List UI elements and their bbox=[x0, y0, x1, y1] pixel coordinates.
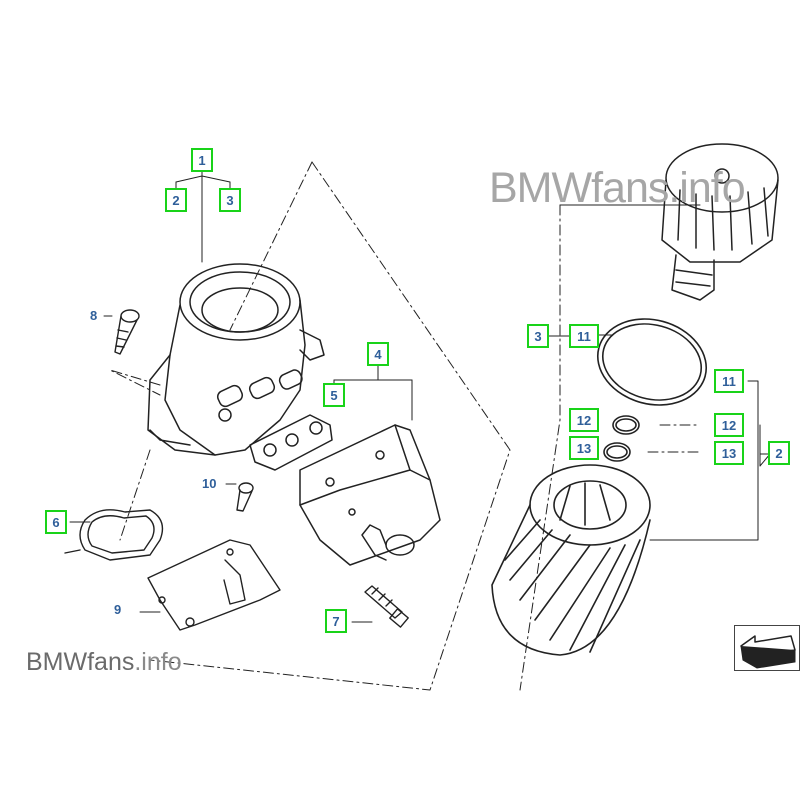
callout-part-13-left[interactable]: 13 bbox=[569, 436, 599, 460]
callout-part-4[interactable]: 4 bbox=[367, 342, 389, 366]
assembly-outline bbox=[109, 161, 701, 691]
watermark-suffix: .info bbox=[134, 648, 182, 676]
gasket-6 bbox=[64, 509, 164, 561]
o-ring-11 bbox=[596, 318, 708, 406]
gasket-center bbox=[249, 414, 333, 471]
bolt-8 bbox=[114, 309, 140, 355]
callout-part-2-right[interactable]: 2 bbox=[768, 441, 790, 465]
callout-part-13-right[interactable]: 13 bbox=[714, 441, 744, 465]
next-page-arrow-icon bbox=[740, 635, 796, 669]
callout-part-3[interactable]: 3 bbox=[219, 188, 241, 212]
o-ring-13 bbox=[603, 442, 631, 462]
next-page-button[interactable] bbox=[734, 625, 800, 671]
callout-part-11-left[interactable]: 11 bbox=[569, 324, 599, 348]
bracket-9 bbox=[147, 539, 281, 631]
callout-part-3-right[interactable]: 3 bbox=[527, 324, 549, 348]
callout-part-7[interactable]: 7 bbox=[325, 609, 347, 633]
callout-part-12-left[interactable]: 12 bbox=[569, 408, 599, 432]
o-ring-12 bbox=[612, 415, 640, 435]
callout-part-2[interactable]: 2 bbox=[165, 188, 187, 212]
watermark-brand: BMWfans bbox=[26, 648, 135, 676]
watermark-bottom: BMWfans.info bbox=[26, 648, 182, 677]
leader-lines bbox=[69, 171, 771, 623]
callout-part-6[interactable]: 6 bbox=[45, 510, 67, 534]
callout-part-11-right[interactable]: 11 bbox=[714, 369, 744, 393]
bolt-7 bbox=[364, 585, 409, 628]
screw-10 bbox=[236, 482, 254, 512]
callout-part-5[interactable]: 5 bbox=[323, 383, 345, 407]
filter-cap bbox=[661, 143, 779, 301]
label-part-9[interactable]: 9 bbox=[114, 602, 122, 617]
label-part-10[interactable]: 10 bbox=[202, 476, 217, 491]
filter-element bbox=[491, 464, 651, 656]
oil-filter-housing bbox=[147, 263, 325, 456]
oil-cooler bbox=[299, 424, 441, 566]
watermark-top: BMWfans.info bbox=[489, 164, 746, 212]
callout-part-12-right[interactable]: 12 bbox=[714, 413, 744, 437]
callout-part-1[interactable]: 1 bbox=[191, 148, 213, 172]
label-part-8[interactable]: 8 bbox=[90, 308, 98, 323]
